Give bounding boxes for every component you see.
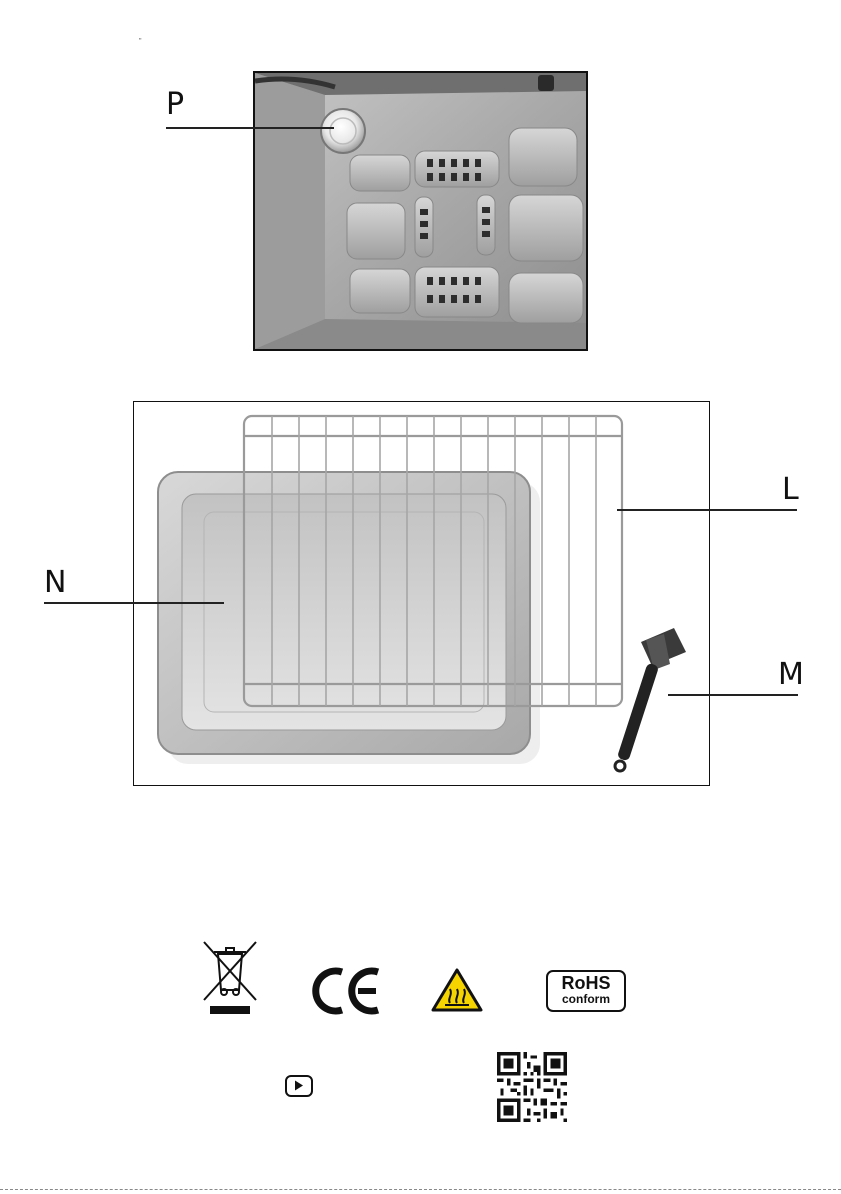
page-mark: " — [139, 38, 142, 45]
accessories-photo — [133, 401, 710, 786]
callout-label-n: N — [44, 568, 66, 598]
oven-interior-photo — [253, 71, 588, 351]
callout-line-p — [166, 127, 334, 129]
tray-handle-tool — [615, 628, 686, 771]
page-bottom-rule — [0, 1189, 841, 1190]
callout-line-m — [668, 694, 798, 696]
qr-code[interactable] — [497, 1052, 567, 1122]
accessories-illustration — [134, 402, 708, 784]
rohs-badge: RoHS conform — [546, 970, 626, 1012]
callout-label-p: P — [166, 90, 184, 120]
callout-line-n — [44, 602, 224, 604]
play-button-icon[interactable] — [285, 1075, 313, 1097]
hot-surface-warning-icon — [431, 967, 483, 1013]
callout-label-l: L — [782, 475, 799, 505]
callout-label-m: M — [778, 660, 804, 690]
rohs-title: RoHS — [548, 974, 624, 993]
oven-interior-illustration — [255, 73, 586, 349]
rohs-subtitle: conform — [548, 993, 624, 1006]
callout-line-l — [617, 509, 797, 511]
crossed-bin-icon — [202, 940, 258, 1015]
ce-mark-icon — [310, 966, 382, 1016]
